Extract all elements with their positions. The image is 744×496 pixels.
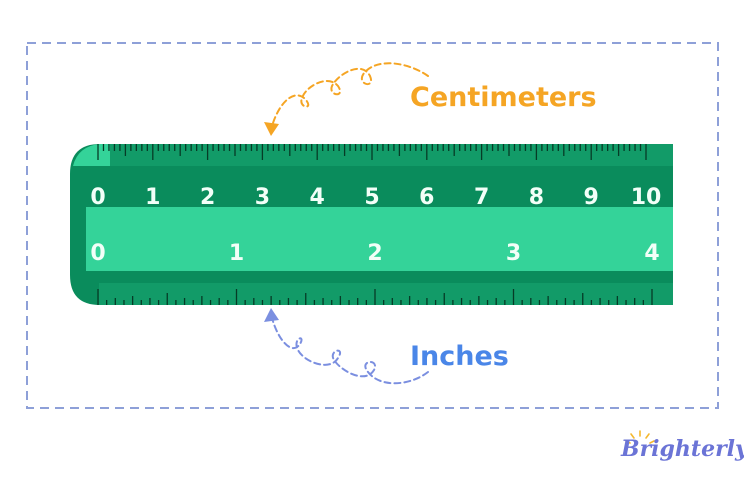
inch-number: 3 xyxy=(506,241,521,266)
cm-number: 8 xyxy=(529,185,544,210)
cm-number: 2 xyxy=(200,185,215,210)
inch-number: 2 xyxy=(367,241,382,266)
centimeters-arrow-head xyxy=(264,122,279,136)
inches-arrow xyxy=(271,317,429,385)
inch-number: 1 xyxy=(229,241,244,266)
ruler-corner-light xyxy=(73,144,110,166)
ruler: 0 1 2 3 4 5 6 7 8 9 10 0 1 2 3 4 xyxy=(70,144,673,305)
brand-name: Brighterly xyxy=(620,436,744,462)
inch-number: 0 xyxy=(90,241,105,266)
inches-arrow-head xyxy=(264,308,279,322)
sun-icon xyxy=(625,430,655,444)
dashed-frame xyxy=(26,42,719,409)
centimeters-arrow xyxy=(271,62,429,127)
inches-label: Inches xyxy=(410,341,509,372)
cm-number: 9 xyxy=(584,185,599,210)
centimeter-ticks xyxy=(97,144,647,160)
inch-numbers: 0 1 2 3 4 xyxy=(90,241,659,266)
centimeters-label: Centimeters xyxy=(410,82,597,113)
cm-number: 10 xyxy=(631,185,662,210)
cm-number: 6 xyxy=(419,185,434,210)
cm-number: 7 xyxy=(474,185,489,210)
brighterly-logo: Brighterly xyxy=(620,430,744,462)
ruler-inner-band xyxy=(86,207,673,271)
ruler-bottom-strip xyxy=(99,283,673,305)
cm-number: 0 xyxy=(90,185,105,210)
inch-number: 4 xyxy=(644,241,659,266)
cm-number: 5 xyxy=(364,185,379,210)
cm-number: 4 xyxy=(310,185,325,210)
centimeter-numbers: 0 1 2 3 4 5 6 7 8 9 10 xyxy=(90,185,661,210)
ruler-top-strip xyxy=(99,144,673,166)
cm-number: 1 xyxy=(145,185,160,210)
inch-ticks xyxy=(97,289,653,305)
cm-number: 3 xyxy=(255,185,270,210)
